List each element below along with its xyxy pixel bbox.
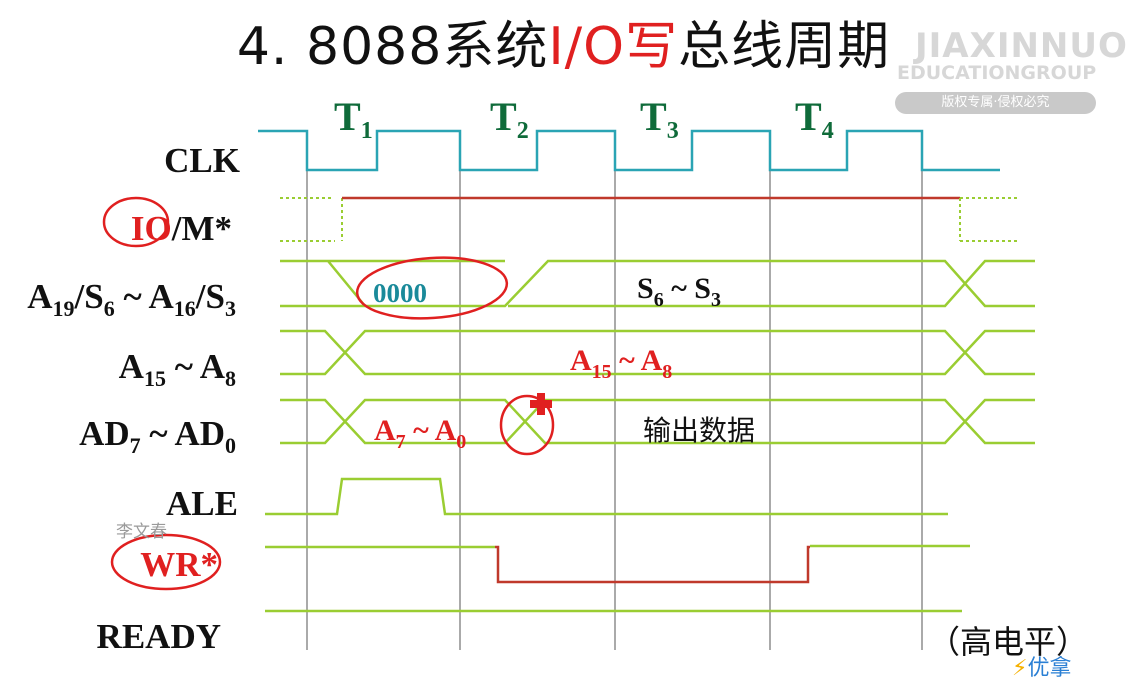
- cursor-plus-icon: [530, 393, 552, 415]
- watermark-brand: JIAXINNUO: [915, 26, 1127, 66]
- addr-high-bus: [280, 329, 1035, 376]
- page-title: 4. 8088系统I/O写总线周期: [0, 4, 1127, 79]
- title-prefix: 4. 8088系统: [236, 17, 549, 77]
- bus-value-addr-low: A7 ~ A0: [374, 414, 466, 453]
- signal-label-clk: CLK: [164, 141, 240, 180]
- timing-diagram: T1 T2 T3 T4 CLK IO/M* A19/S6 ~ A16/S3 A1…: [27, 94, 1088, 661]
- handwritten-annotations: [102, 196, 555, 591]
- title-highlight: I/O写: [548, 17, 679, 77]
- bus-value-addr-high: A15 ~ A8: [570, 344, 672, 383]
- wr-low-pulse: [495, 545, 810, 584]
- circle-io: [102, 196, 170, 248]
- ale-waveform: [265, 477, 948, 516]
- signal-label-wr: WR*: [140, 545, 218, 584]
- cursor-plus-horizontal: [530, 400, 552, 408]
- clock-edge-gridlines: [306, 140, 923, 650]
- bus-waveforms: [265, 259, 1035, 613]
- ready-note: （高电平）: [928, 623, 1088, 661]
- addr-status-bus: [280, 259, 1035, 308]
- slide: 4. 8088系统I/O写总线周期 JIAXINNUO EDUCATIONGRO…: [0, 4, 1127, 681]
- signal-label-io-m: IO/M*: [131, 209, 232, 248]
- state-label-t4: T4: [795, 94, 834, 144]
- bus-value-output-data: 输出数据: [643, 414, 755, 447]
- clk-waveform: [258, 129, 1000, 172]
- signal-label-ready: READY: [97, 617, 221, 656]
- signal-label-addr-data: AD7 ~ AD0: [79, 414, 236, 458]
- circle-crossover: [499, 394, 555, 456]
- circle-zero: [355, 256, 509, 320]
- addr-data-bus: [280, 398, 1035, 445]
- bus-value-zero: 0000: [373, 278, 427, 308]
- watermark-copyright: 版权专属·侵权必究: [895, 92, 1096, 114]
- corner-logo-text: 优拿: [1027, 656, 1072, 681]
- signal-label-ale: ALE: [166, 484, 238, 523]
- signal-label-addr-high: A15 ~ A8: [119, 347, 236, 391]
- title-suffix: 总线周期: [678, 17, 891, 77]
- state-label-t3: T3: [640, 94, 679, 144]
- signal-label-addr-status: A19/S6 ~ A16/S3: [27, 277, 236, 321]
- signal-labels: CLK IO/M* A19/S6 ~ A16/S3 A15 ~ A8 AD7 ~…: [27, 141, 240, 656]
- io-m-waveform: [280, 196, 1020, 242]
- state-labels: T1 T2 T3 T4: [334, 94, 834, 144]
- state-label-t1: T1: [334, 94, 373, 144]
- circle-wr: [110, 533, 222, 591]
- corner-logo: ⚡优拿: [1012, 650, 1071, 682]
- watermark-group: EDUCATIONGROUP: [897, 62, 1097, 84]
- annotation-name: 李文春: [116, 522, 167, 542]
- bolt-icon: ⚡: [1012, 656, 1028, 681]
- bus-value-status: S6 ~ S3: [637, 272, 721, 311]
- state-label-t2: T2: [490, 94, 529, 144]
